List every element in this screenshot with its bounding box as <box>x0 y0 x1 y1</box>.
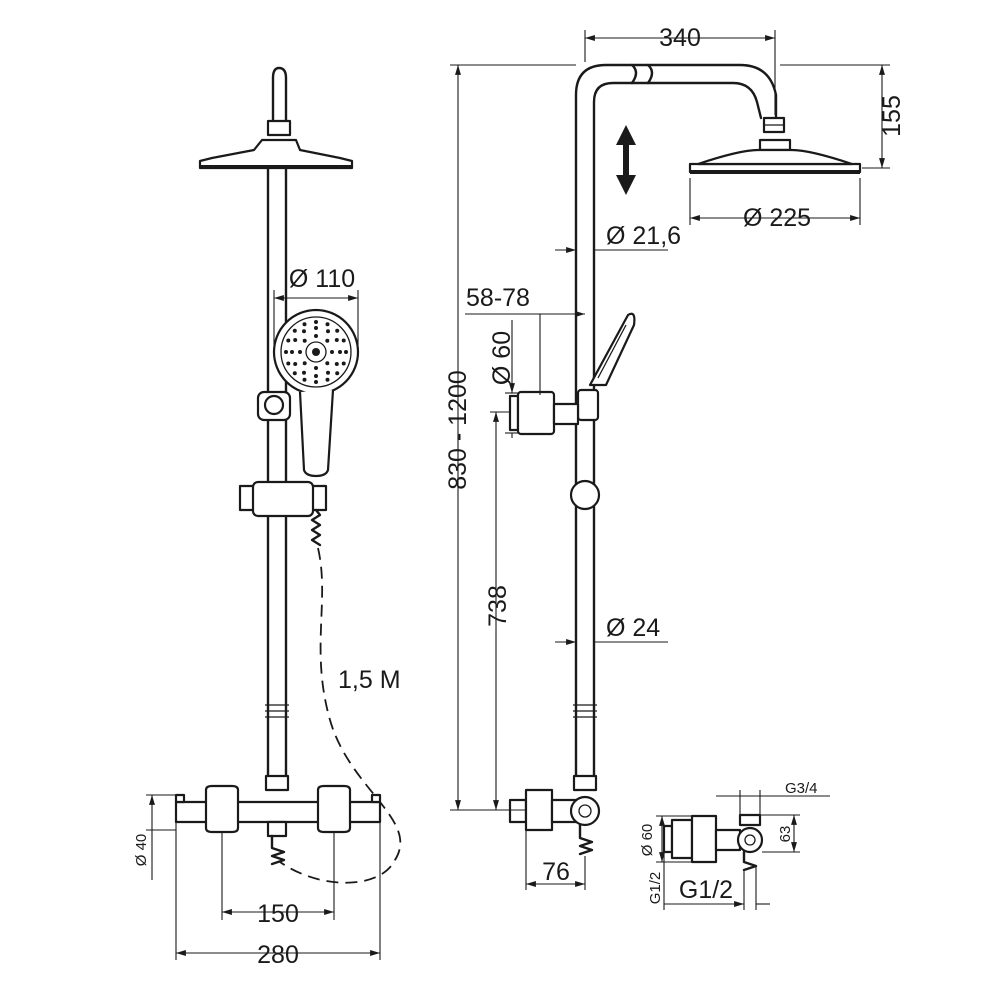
nozzle-dot <box>302 370 306 375</box>
nozzle-dot <box>314 380 318 384</box>
nozzle-dot <box>286 361 291 366</box>
dim-diameter-24: Ø 24 <box>606 614 660 642</box>
nozzle-dot <box>292 328 297 333</box>
front-pipe-joint <box>265 704 289 718</box>
nozzle-dot <box>302 329 306 334</box>
side-slider-knob <box>569 479 601 511</box>
nozzle-dot <box>326 370 330 375</box>
side-head-connector <box>758 116 792 152</box>
height-adjust-arrow-icon <box>616 125 636 195</box>
nozzle-dot <box>335 328 340 333</box>
dim-58-78: 58-78 <box>466 284 530 312</box>
dim-738: 738 <box>484 585 512 627</box>
nozzle-dot <box>335 371 340 376</box>
nozzle-dot <box>341 361 346 366</box>
front-thermostat <box>174 774 382 866</box>
side-arm-break <box>630 63 654 85</box>
front-arm-nut <box>266 119 292 137</box>
side-rain-head <box>688 148 862 174</box>
nozzle-dot <box>284 350 288 354</box>
side-arm-inner <box>592 81 763 792</box>
nozzle-dot <box>325 377 330 382</box>
detail-dim-g1-2-side: G1/2 <box>647 872 664 905</box>
dim-g3-4: G3/4 <box>785 780 818 797</box>
dim-diameter-225: Ø 225 <box>743 204 811 232</box>
nozzle-dot <box>314 374 318 378</box>
side-thermostat <box>508 774 601 856</box>
side-pipe-joint <box>573 704 597 718</box>
nozzle-dot <box>286 338 291 343</box>
nozzle-dot <box>293 338 298 342</box>
dim-diameter-110: Ø 110 <box>289 265 355 293</box>
nozzle-dot <box>330 350 334 354</box>
front-rain-head <box>198 138 354 170</box>
nozzle-dot <box>302 361 307 366</box>
front-hose <box>279 547 402 884</box>
nozzle-dot <box>325 322 330 327</box>
front-hose-spring <box>310 508 322 547</box>
nozzle-dot <box>290 350 294 354</box>
nozzle-dot <box>314 366 318 370</box>
nozzle-dot <box>302 377 307 382</box>
nozzle-dot <box>314 334 318 338</box>
nozzle-dot <box>338 350 342 354</box>
nozzle-dot <box>325 338 330 343</box>
dim-340: 340 <box>659 24 701 52</box>
side-wall-bracket <box>508 390 580 436</box>
dim-diameter-21-6: Ø 21,6 <box>606 222 681 250</box>
dim-diameter-60: Ø 60 <box>488 331 516 385</box>
side-hand-shower <box>576 312 636 422</box>
nozzle-dot <box>325 361 330 366</box>
nozzle-dot <box>302 338 307 343</box>
dim-830-1200: 830 - 1200 <box>444 370 472 490</box>
dim-76: 76 <box>542 858 570 886</box>
nozzle-dot <box>334 338 339 342</box>
side-view <box>508 63 862 856</box>
detail-dim-63: 63 <box>777 826 794 843</box>
detail-dim-g1-2: G1/2 <box>679 876 733 904</box>
dim-150: 150 <box>257 900 299 928</box>
hose-length-label: 1,5 M <box>338 666 401 694</box>
nozzle-dot <box>344 350 348 354</box>
nozzle-dot <box>302 322 307 327</box>
dimensions: 340 155 Ø 21,6 Ø 225 Ø 110 58-78 Ø 60 <box>133 24 906 969</box>
front-top-arm <box>271 66 288 127</box>
detail-dim-diameter-60: Ø 60 <box>639 824 656 857</box>
dim-280: 280 <box>257 941 299 969</box>
nozzle-dot <box>326 329 330 334</box>
nozzle-dot <box>314 326 318 330</box>
dim-diameter-40: Ø 40 <box>133 834 150 867</box>
front-view <box>174 66 402 884</box>
nozzle-dot <box>292 371 297 376</box>
nozzle-dot <box>298 350 302 354</box>
fitting-detail <box>662 813 764 872</box>
nozzle-dot <box>314 320 318 324</box>
nozzle-dot <box>293 362 298 366</box>
dim-155: 155 <box>878 95 906 137</box>
nozzle-dot <box>334 362 339 366</box>
front-hand-shower <box>256 308 360 478</box>
nozzle-dot <box>341 338 346 343</box>
side-arm-outer <box>574 63 778 792</box>
